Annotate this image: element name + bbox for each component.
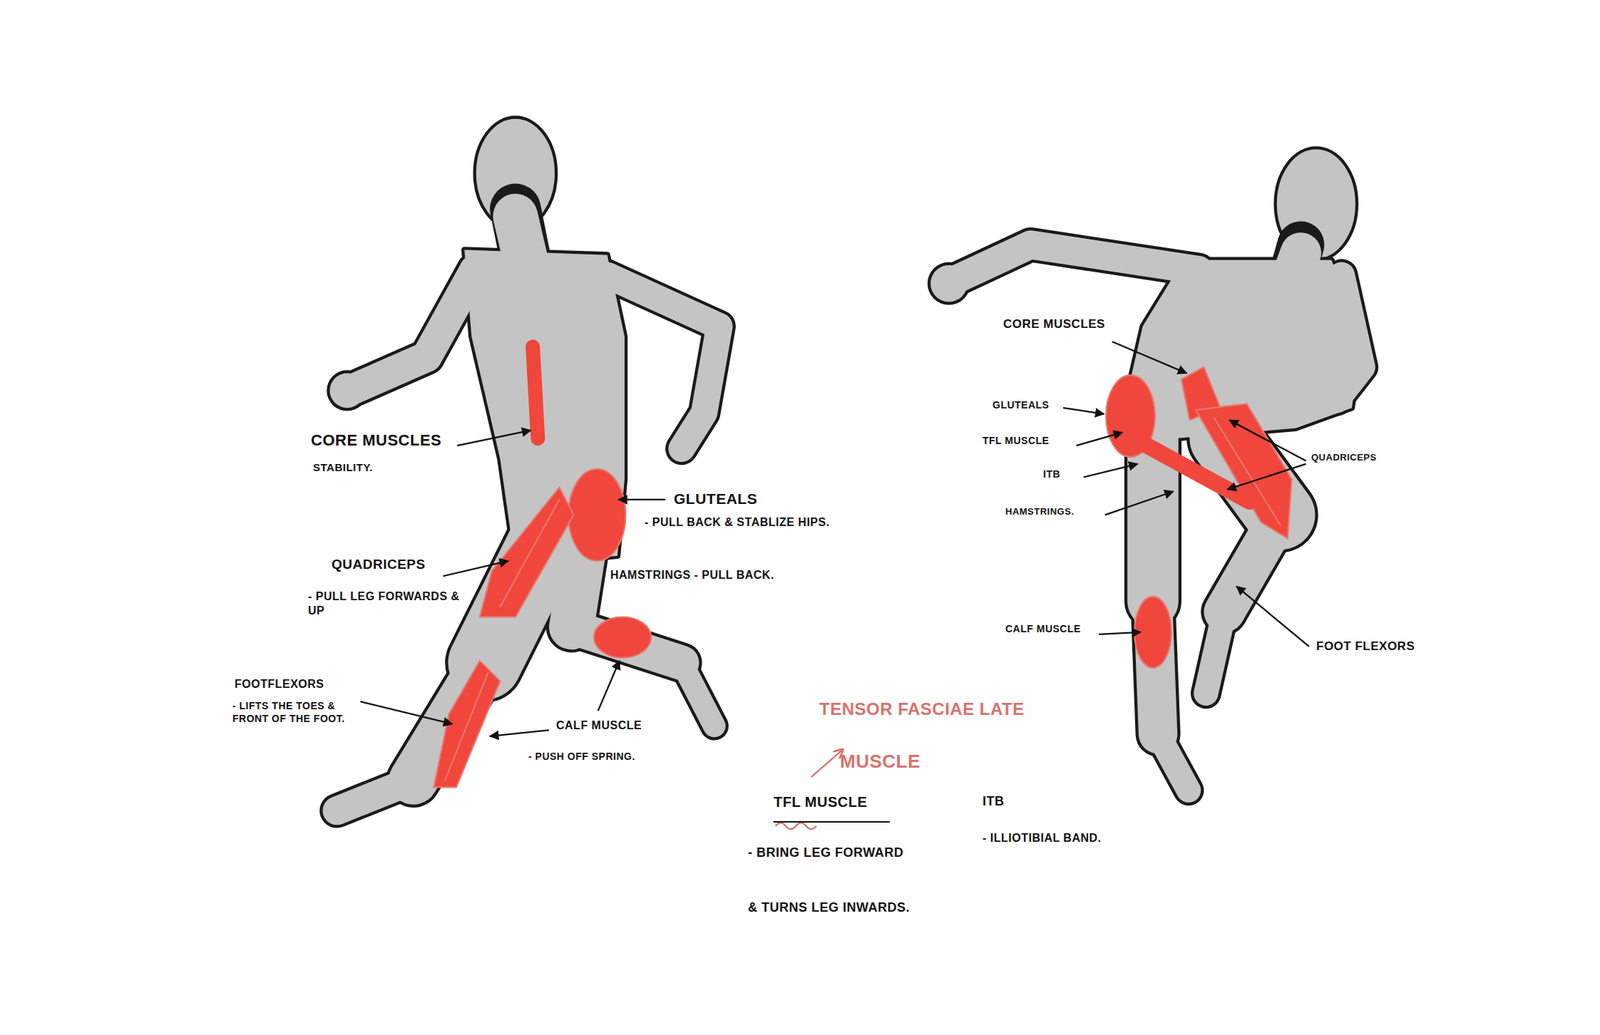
illustration-part — [618, 499, 666, 501]
annotation-label: HAMSTRINGS - PULL BACK. — [610, 568, 775, 583]
annotation-label: ITB — [1043, 468, 1061, 482]
illustration-part — [1105, 491, 1174, 516]
annotation-label: TFL MUSCLE — [982, 434, 1049, 448]
illustration-part — [433, 660, 500, 788]
illustration-part — [1076, 432, 1123, 447]
annotation-label: GLUTEALS — [992, 399, 1049, 413]
illustration-part — [1336, 275, 1362, 400]
annotation-label: GLUTEALS — [673, 489, 758, 509]
annotation-label: CORE MUSCLES — [1003, 316, 1106, 332]
annotation-label: CALF MUSCLE — [1005, 623, 1081, 637]
illustration-part — [1157, 734, 1189, 791]
annotation-label: FOOT FLEXORS — [1316, 638, 1415, 654]
illustration-part — [1083, 464, 1138, 478]
annotation-label: QUADRICEPS — [331, 556, 426, 574]
illustration-part — [442, 561, 509, 577]
illustration-part — [330, 373, 366, 409]
annotation-label: - PULL BACK & STABLIZE HIPS. — [644, 515, 830, 530]
illustration-part — [352, 270, 475, 390]
left-figure-outline — [326, 117, 720, 812]
annotation-label: TFL MUSCLE — [773, 793, 868, 812]
illustration-part — [1236, 586, 1310, 647]
leader-lines — [360, 341, 1309, 737]
illustration-part — [1112, 341, 1187, 373]
reference-arrow — [811, 749, 843, 778]
illustration-part — [360, 701, 453, 724]
illustration-part — [681, 663, 715, 727]
annotation-label: CORE MUSCLES — [310, 430, 442, 451]
illustration-part — [499, 499, 560, 607]
illustration-part — [598, 660, 620, 711]
illustration-part — [352, 270, 475, 390]
underline — [773, 821, 890, 823]
illustration-part — [1205, 611, 1225, 694]
illustration-part — [607, 275, 720, 449]
right-figure-outline — [927, 147, 1362, 791]
illustration-part — [1098, 632, 1141, 635]
annotation-label: FOOTFLEXORS — [234, 677, 325, 692]
left-figure-body — [330, 216, 720, 811]
illustration-part — [681, 663, 715, 727]
annotation-label: - PUSH OFF SPRING. — [528, 750, 636, 764]
annotation-label: - ILLIOTIBIAL BAND. — [982, 831, 1102, 846]
squiggle-underline — [775, 822, 817, 830]
annotation-label: QUADRICEPS — [1311, 452, 1377, 464]
illustration-part — [1229, 419, 1306, 461]
illustration-part — [954, 244, 1199, 281]
annotation-label: & TURNS LEG INWARDS. — [747, 899, 910, 917]
annotation-label: - PULL LEG FORWARDS & UP — [308, 589, 462, 619]
annotation-label: MUSCLE — [839, 750, 921, 774]
illustration-part — [954, 244, 1199, 281]
illustration-part — [337, 780, 414, 811]
illustration-part — [489, 730, 550, 737]
illustration-part — [930, 265, 967, 302]
illustration-part — [1157, 734, 1189, 791]
illustration-part — [337, 780, 414, 811]
illustration-part — [593, 616, 651, 658]
annotation-label: ITB — [982, 793, 1005, 810]
illustration-part — [1137, 440, 1250, 502]
illustration-part — [444, 673, 488, 781]
right-figure-muscles — [1105, 367, 1292, 669]
annotation-label: CALF MUSCLE — [556, 718, 642, 733]
illustration-part — [479, 487, 574, 618]
illustration-part — [532, 346, 538, 439]
left-figure-muscles — [433, 346, 651, 788]
annotation-label: - LIFTS THE TOES & FRONT OF THE FOOT. — [232, 700, 361, 726]
annotation-label: - BRING LEG FORWARD — [747, 844, 904, 862]
illustration-part — [568, 469, 626, 562]
annotation-label: HAMSTRINGS. — [1005, 506, 1075, 518]
illustration-part — [1227, 464, 1306, 490]
annotation-label: STABILITY. — [313, 461, 373, 475]
illustration-part — [1063, 407, 1104, 415]
annotation-label: TENSOR FASCIAE LATE — [819, 698, 1025, 721]
illustration-part — [457, 430, 531, 446]
